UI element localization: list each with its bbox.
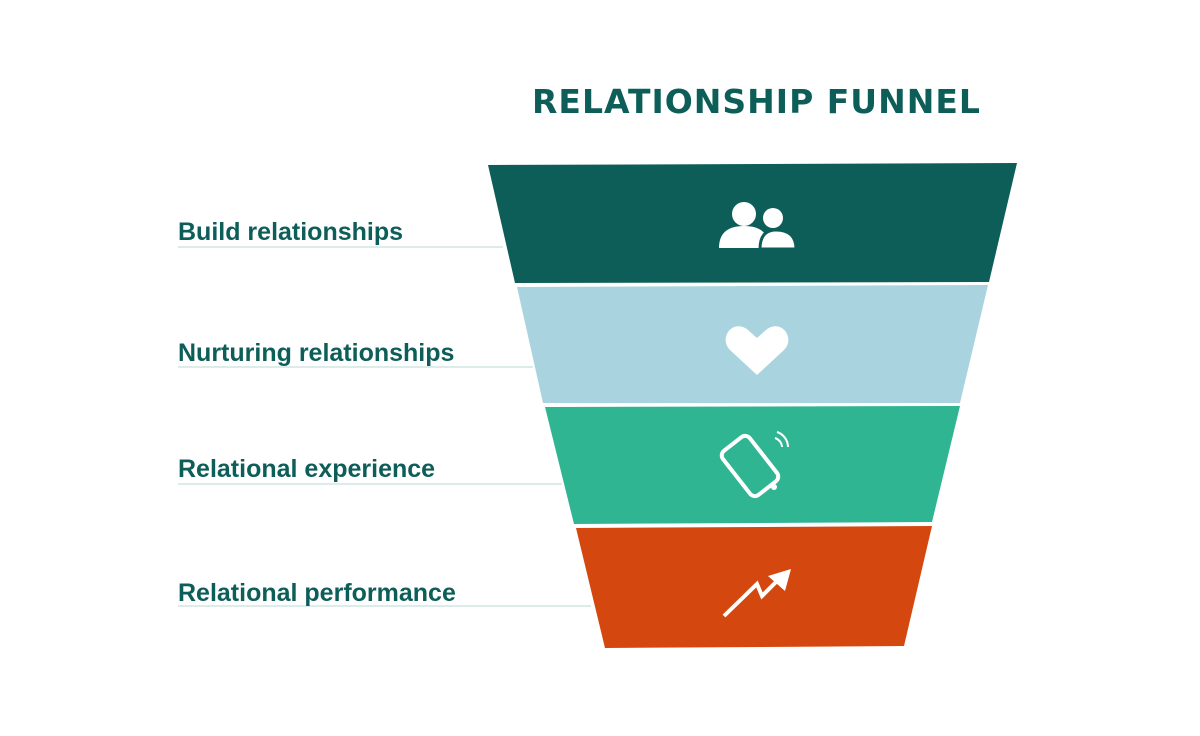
funnel-stage-3 [545,406,960,524]
heart-icon [725,326,789,375]
stage-label-relational-performance: Relational performance [178,579,456,607]
phone-vibrating-icon [719,431,789,499]
funnel-stage-1 [488,163,1017,283]
people-icon [719,202,798,251]
diagram-title: RELATIONSHIP FUNNEL [532,82,981,121]
stage-label-relational-experience: Relational experience [178,455,436,483]
stage-label-build-relationships: Build relationships [178,218,404,246]
trend-up-arrow-icon [722,569,791,618]
stage-label-nurturing-relationships: Nurturing relationships [178,339,455,367]
